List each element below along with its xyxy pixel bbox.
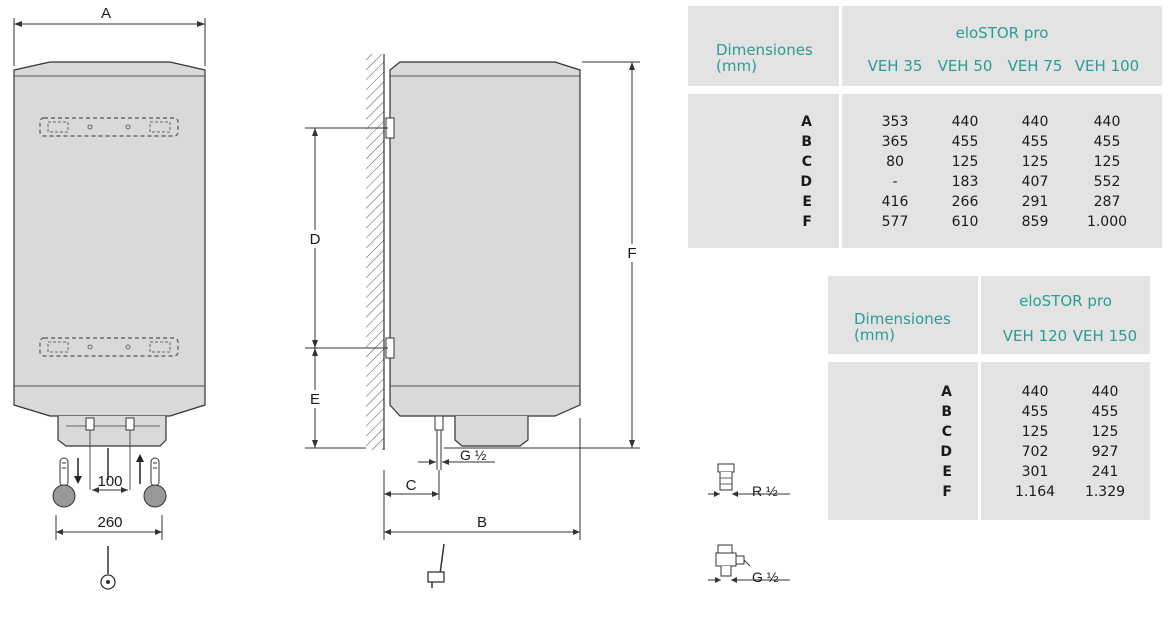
table1-cell: 407 — [1021, 174, 1049, 190]
label-g-half-valve: G ½ — [752, 569, 779, 585]
table1-cell: 577 — [881, 214, 909, 230]
label-g-half-side: G ½ — [460, 447, 487, 463]
table2-cell: 241 — [1091, 464, 1119, 480]
table1-row-label: E — [802, 194, 812, 210]
table2-col-veh120: 440 455 125 702 301 1.164 — [1000, 382, 1070, 502]
table1-cell: 440 — [1021, 114, 1049, 130]
side-view: D E F G ½ C B — [304, 54, 642, 588]
table1-cell: 266 — [951, 194, 979, 210]
table2-row-label: A — [941, 384, 952, 400]
table2-cell: 125 — [1021, 424, 1049, 440]
table1-cell: 455 — [951, 134, 979, 150]
table1-cell: 859 — [1021, 214, 1049, 230]
table2-row-label: C — [941, 424, 952, 440]
fitting-r-half: R ½ — [708, 463, 790, 499]
label-b: B — [477, 514, 487, 531]
fitting-valve-g-half: G ½ — [708, 544, 790, 585]
table2-cell: 455 — [1021, 404, 1049, 420]
table1-row-labels: A B C D E F — [768, 112, 812, 232]
table1-row-label: C — [801, 154, 812, 170]
table2-cell: 440 — [1091, 384, 1119, 400]
table1-cell: 287 — [1093, 194, 1121, 210]
table1-cell: 552 — [1093, 174, 1121, 190]
front-view: A — [13, 5, 206, 590]
table2-cell: 927 — [1091, 444, 1119, 460]
table2-row-label: D — [940, 444, 952, 460]
label-r-half: R ½ — [752, 483, 778, 499]
label-f: F — [627, 245, 636, 262]
table1-brand: eloSTOR pro — [955, 24, 1049, 42]
table1-cell: 610 — [951, 214, 979, 230]
table1-row-label: A — [801, 114, 812, 130]
table1-cell: - — [892, 174, 898, 190]
table2-cell: 702 — [1021, 444, 1049, 460]
table2-row-label: E — [942, 464, 952, 480]
table1-model-0: VEH 35 — [867, 57, 923, 75]
label-c: C — [406, 477, 417, 494]
table1-row-label: D — [800, 174, 812, 190]
table1-cell: 353 — [881, 114, 909, 130]
table1-cell: 440 — [951, 114, 979, 130]
table2-row-label: F — [942, 484, 952, 500]
label-100: 100 — [97, 473, 122, 490]
table1-col-veh35: 353 365 80 - 416 577 — [862, 112, 928, 232]
table1-cell: 125 — [1093, 154, 1121, 170]
dimensions-table-1: Dimensiones (mm) eloSTOR pro VEH 35 VEH … — [688, 6, 1162, 248]
table2-model-0: VEH 120 — [1002, 327, 1068, 345]
table1-cell: 455 — [1093, 134, 1121, 150]
table1-model-3: VEH 100 — [1074, 57, 1140, 75]
table2-cell: 125 — [1091, 424, 1119, 440]
label-e: E — [310, 391, 320, 408]
table2-brand: eloSTOR pro — [1019, 292, 1112, 310]
table1-cell: 416 — [881, 194, 909, 210]
table2-cell: 1.329 — [1084, 484, 1126, 500]
table2-cell: 440 — [1021, 384, 1049, 400]
table1-model-2: VEH 75 — [1007, 57, 1063, 75]
table2-row-labels: A B C D E F — [908, 382, 952, 502]
table1-cell: 125 — [951, 154, 979, 170]
table1-cell: 455 — [1021, 134, 1049, 150]
table1-row-label: F — [802, 214, 812, 230]
label-260: 260 — [97, 514, 122, 531]
table2-cell: 301 — [1021, 464, 1049, 480]
table2-title: Dimensiones (mm) — [854, 311, 976, 343]
table1-cell: 80 — [886, 154, 904, 170]
table1-model-1: VEH 50 — [937, 57, 993, 75]
table1-title: Dimensiones (mm) — [716, 42, 836, 74]
table1-col-veh75: 440 455 125 407 291 859 — [1002, 112, 1068, 232]
table1-col-veh50: 440 455 125 183 266 610 — [932, 112, 998, 232]
table2-model-1: VEH 150 — [1072, 327, 1138, 345]
dimensions-table-2: Dimensiones (mm) eloSTOR pro VEH 120 VEH… — [828, 276, 1150, 520]
table2-title-line1: Dimensiones — [854, 310, 951, 328]
table1-cell: 440 — [1093, 114, 1121, 130]
table2-col-veh150: 440 455 125 927 241 1.329 — [1070, 382, 1140, 502]
table1-cell: 365 — [881, 134, 909, 150]
table1-cell: 183 — [951, 174, 979, 190]
table2-title-line2: (mm) — [854, 326, 895, 344]
table1-title-line2: (mm) — [716, 57, 757, 75]
table2-cell: 455 — [1091, 404, 1119, 420]
table1-col-veh100: 440 455 125 552 287 1.000 — [1070, 112, 1144, 232]
table2-cell: 1.164 — [1014, 484, 1056, 500]
table1-cell: 1.000 — [1086, 214, 1128, 230]
table1-row-label: B — [801, 134, 812, 150]
table1-cell: 125 — [1021, 154, 1049, 170]
table1-title-line1: Dimensiones — [716, 41, 813, 59]
label-a-front: A — [101, 5, 111, 22]
table1-cell: 291 — [1021, 194, 1049, 210]
label-d: D — [310, 231, 321, 248]
table2-row-label: B — [941, 404, 952, 420]
